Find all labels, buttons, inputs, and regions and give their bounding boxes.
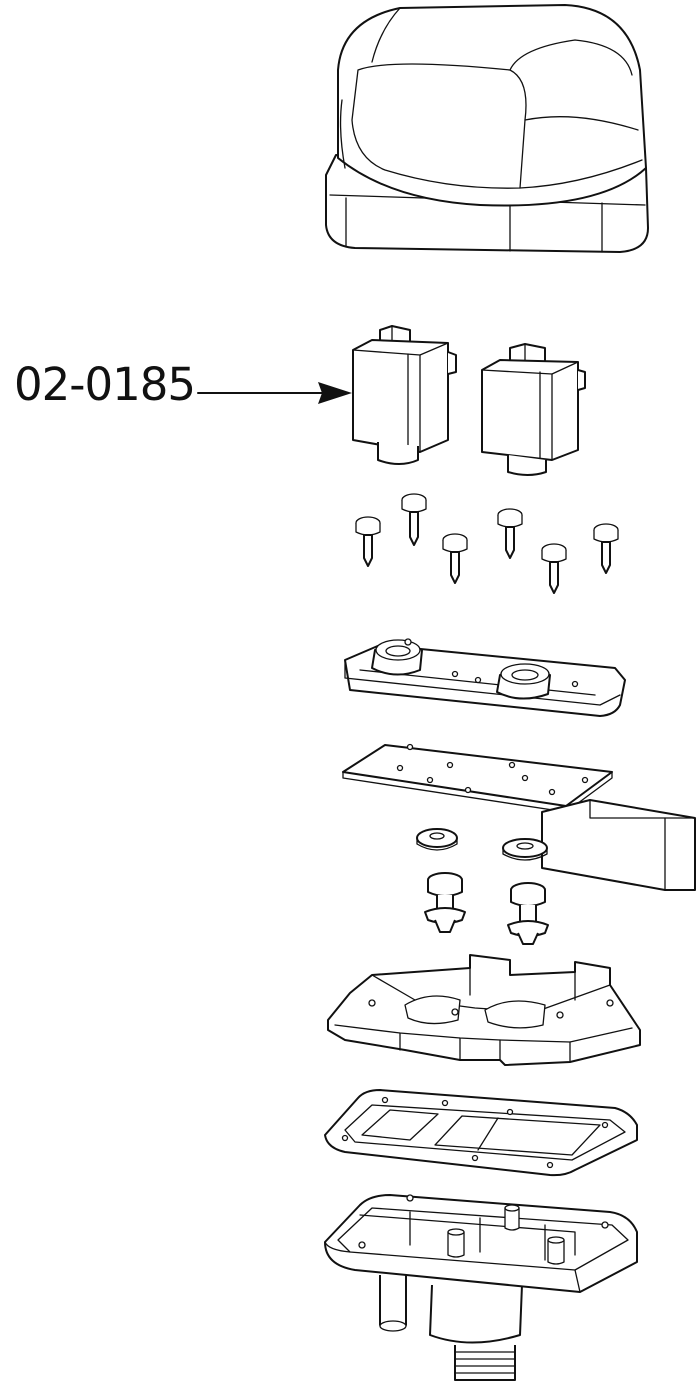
washer-right (502, 838, 548, 861)
plunger-left (424, 872, 466, 933)
base-body (324, 1194, 638, 1381)
washer-left (416, 828, 458, 851)
cover-housing (325, 4, 649, 253)
mounting-plate (344, 638, 626, 717)
screw-4 (497, 508, 523, 559)
screw-5 (541, 543, 567, 594)
screw-1 (355, 516, 381, 567)
solenoid-coil-left (352, 325, 457, 465)
plunger-right (507, 882, 549, 945)
connector-tab (541, 799, 696, 891)
valve-housing (327, 954, 641, 1066)
callout-part-number: 02-0185 (14, 358, 196, 411)
screw-2 (401, 493, 427, 546)
screw-3 (442, 533, 468, 584)
callout-leader (197, 382, 352, 404)
seal-frame (324, 1089, 638, 1177)
screw-6 (593, 523, 619, 574)
solenoid-coil-right (481, 343, 586, 476)
screws (355, 493, 619, 594)
gasket-plate (342, 743, 613, 813)
